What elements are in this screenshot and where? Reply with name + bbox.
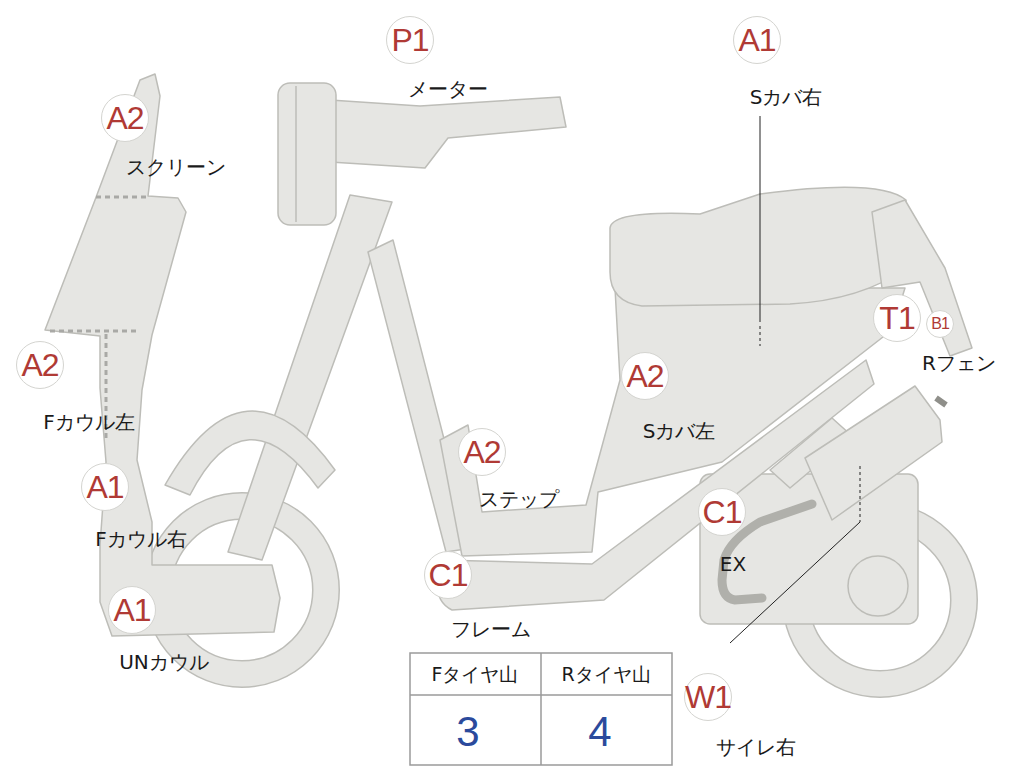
part-name: Fカウル左	[43, 409, 135, 436]
damage-callout: A2スクリーン	[101, 94, 149, 142]
damage-callout: A1Fカウル右	[81, 463, 129, 511]
damage-code: C1	[429, 557, 468, 594]
part-name: Sカバ右	[750, 84, 823, 111]
damage-code: C1	[703, 494, 742, 531]
damage-callout: A2Fカウル左	[16, 341, 64, 389]
damage-code: W1	[685, 679, 731, 716]
damage-code: T1	[879, 300, 914, 337]
part-name: EX	[720, 552, 746, 576]
damage-callout: T1Rフェン	[873, 294, 921, 342]
part-name: Fカウル右	[95, 526, 187, 553]
part-name: サイレ右	[716, 734, 796, 761]
table-header: Rタイヤ山	[561, 662, 650, 688]
damage-callout: A1Sカバ右	[733, 16, 781, 64]
damage-code: P1	[391, 22, 428, 59]
part-name: スクリーン	[126, 154, 226, 181]
part-name: メーター	[408, 76, 488, 103]
tyre-tread-value: 4	[588, 708, 611, 756]
table-header: Fタイヤ山	[432, 662, 519, 688]
part-name: Rフェン	[922, 350, 996, 377]
tyre-tread-value: 3	[456, 708, 479, 756]
damage-code: A1	[113, 592, 150, 629]
damage-callout: C1フレーム	[424, 551, 472, 599]
damage-callout: W1サイレ右	[684, 673, 732, 721]
damage-code: A2	[106, 100, 143, 137]
part-name: フレーム	[451, 616, 531, 643]
damage-callout: A1UNカウル	[108, 586, 156, 634]
damage-callout: B1	[926, 310, 954, 338]
damage-code: A1	[738, 22, 775, 59]
damage-code: A2	[21, 347, 58, 384]
damage-callout: A2ステップ	[458, 428, 506, 476]
damage-callout: P1メーター	[386, 16, 434, 64]
part-name: Sカバ左	[643, 418, 716, 445]
damage-callout: A2Sカバ左	[621, 352, 669, 400]
damage-code: B1	[931, 315, 949, 333]
part-name: UNカウル	[119, 649, 209, 676]
damage-code: A2	[463, 434, 500, 471]
damage-code: A1	[86, 469, 123, 506]
damage-code: A2	[626, 358, 663, 395]
part-name: ステップ	[479, 486, 559, 513]
damage-callout: C1EX	[698, 488, 746, 536]
